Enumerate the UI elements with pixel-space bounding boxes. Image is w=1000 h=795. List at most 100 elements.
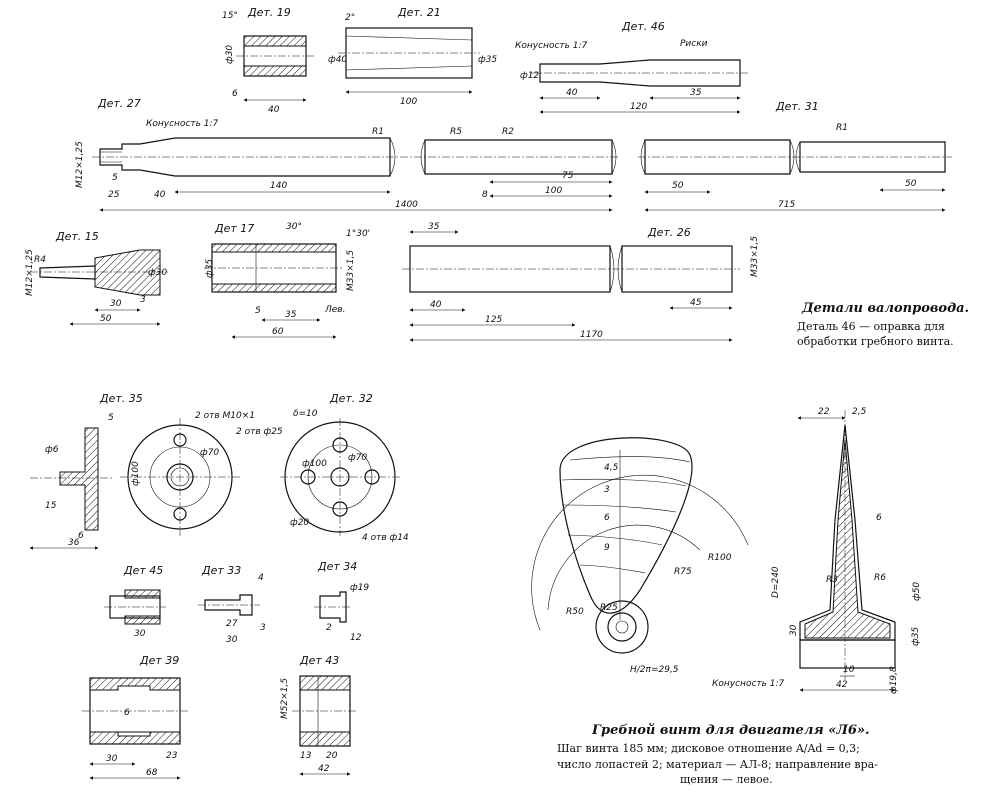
dim-27-d: 140 <box>270 181 287 191</box>
dim-26-d: 45 <box>690 298 702 308</box>
dim-prop-a: 22 <box>818 407 830 417</box>
dim-31-b: 715 <box>778 200 795 210</box>
part-39-wall-top <box>89 677 181 691</box>
part-19-wall-bottom <box>243 65 307 77</box>
part-33: Дет 33 4 3 27 30 <box>198 564 266 645</box>
dim-prop-r6: R6 <box>874 573 886 583</box>
propeller-profile <box>799 424 896 641</box>
dim-17-left: Лев. <box>324 305 345 315</box>
blade-section-1 <box>569 456 691 463</box>
arc-r100 <box>531 474 749 631</box>
part-32-label: Дет. 32 <box>329 392 373 405</box>
dim-prop-s4: 9 <box>604 543 610 553</box>
part-26-label: Дет. 26 <box>647 226 691 239</box>
part-32: Дет. 32 δ=10 ф100 ф70 ф20 4 отв ф14 <box>280 392 409 543</box>
dim-prop-c: D=240 <box>771 566 781 598</box>
dim-21-angle: 2° <box>345 13 355 23</box>
dim-17-angle-b: 1°30' <box>346 229 370 239</box>
dim-19-step: 6 <box>232 89 238 99</box>
blade-section-5 <box>579 564 646 574</box>
part-46: Дет. 46 Конусность 1:7 Риски 40 120 35 ф… <box>515 20 748 114</box>
part-35: Дет. 35 5 ф6 ф100 15 6 36 ф70 2 отв M10×… <box>29 392 283 550</box>
dim-17-thread: M33×1,5 <box>346 250 356 291</box>
dim-prop-f: 10 <box>843 665 855 675</box>
dim-17-c: 5 <box>255 306 261 316</box>
holes-32: 4 отв ф14 <box>362 533 409 543</box>
propeller-hub-inner <box>607 612 637 642</box>
dim-43-b: 20 <box>326 751 338 761</box>
dim-prop-s3: 6 <box>604 513 610 523</box>
arc-r75 <box>547 524 701 611</box>
dim-35-b: 15 <box>45 501 57 511</box>
dim-33-b: 30 <box>226 635 238 645</box>
part-19: Дет. 19 15° 40 6 ф30 <box>222 6 314 115</box>
part-21-bore-bottom <box>345 65 473 71</box>
blade-section-3 <box>561 504 677 513</box>
part-43-wall-top <box>299 675 351 691</box>
dim-46-b: 120 <box>630 102 647 112</box>
dim-35-e: ф6 <box>45 445 59 455</box>
dim-21-dia-left: ф40 <box>328 55 347 65</box>
dim-15-dia: ф30 <box>148 268 167 278</box>
dim-27-a: 5 <box>112 173 118 183</box>
propeller-caption: Гребной винт для двигателя «Л6». Шаг вин… <box>557 723 878 786</box>
part-31: Дет. 31 R1 50 715 50 <box>638 100 952 212</box>
dim-prop-s5: ф50 <box>912 582 922 601</box>
part-45-wall-bottom <box>124 615 161 625</box>
dim-prop-r3: R3 <box>826 575 838 585</box>
shaft-caption: Детали валопровода. Деталь 46 — оправка … <box>797 301 969 348</box>
dim-27-r2: R2 <box>502 127 514 137</box>
dim-43-c: 42 <box>318 764 330 774</box>
dim-35-f: ф100 <box>131 461 141 486</box>
dim-35-c: 36 <box>68 538 80 548</box>
holes-35-m10: 2 отв M10×1 <box>195 411 255 421</box>
part-15: Дет. 15 R4 ф30 3 30 50 M12×1,25 <box>25 230 168 326</box>
dim-31-a: 50 <box>672 181 684 191</box>
dim-35-a: 5 <box>108 413 114 423</box>
blade-section-2 <box>561 478 687 487</box>
part-45: Дет 45 30 <box>104 564 166 639</box>
dim-45-a: 30 <box>134 629 146 639</box>
dim-32-a: ф100 <box>302 459 327 469</box>
dim-17-e: 60 <box>272 327 284 337</box>
dim-27-f: 75 <box>562 171 574 181</box>
part-15-label: Дет. 15 <box>55 230 99 243</box>
dim-46-c: 35 <box>690 88 702 98</box>
part-34-label: Дет 34 <box>317 560 357 573</box>
part-27-break-a <box>389 137 396 177</box>
pitch-formula: H/2π=29,5 <box>630 665 679 675</box>
part-46-outline <box>539 59 741 87</box>
dim-33-a: 27 <box>226 619 238 629</box>
dim-27-thread: M12×1,25 <box>75 141 85 188</box>
dim-39-a: 30 <box>106 754 118 764</box>
dim-prop-e: 42 <box>836 680 848 690</box>
dim-33-d: 3 <box>260 623 266 633</box>
dim-27-c: 40 <box>154 190 166 200</box>
dim-21-dia-right: ф35 <box>478 55 497 65</box>
dim-15-c: 50 <box>100 314 112 324</box>
dim-34-a: 2 <box>326 623 332 633</box>
part-17-wall-top <box>211 243 337 253</box>
dim-34-c: ф19 <box>350 583 369 593</box>
dim-26-c: 125 <box>485 315 502 325</box>
part-43-label: Дет 43 <box>299 654 339 667</box>
taper-46: Конусность 1:7 <box>515 41 588 51</box>
part-45-label: Дет 45 <box>123 564 163 577</box>
dim-46-d: ф12 <box>520 71 539 81</box>
part-21: Дет. 21 2° 100 ф40 ф35 <box>328 6 497 107</box>
part-26: Дет. 26 35 40 125 45 1170 M33×1,5 <box>402 222 760 342</box>
taper-27: Конусность 1:7 <box>146 119 219 129</box>
part-21-label: Дет. 21 <box>397 6 441 19</box>
dim-26-thread: M33×1,5 <box>750 236 760 277</box>
dim-prop-s1: 4,5 <box>604 463 619 473</box>
dim-27-r1: R1 <box>372 127 384 137</box>
propeller-section: 22 2,5 D=240 30 6 R3 R6 ф50 ф35 ф19,8 10… <box>712 407 922 694</box>
dim-26-e: 1170 <box>580 330 603 340</box>
dim-32-b: ф70 <box>348 453 367 463</box>
dim-21-length: 100 <box>400 97 417 107</box>
dim-prop-r100: R100 <box>708 553 732 563</box>
blade-section-4 <box>567 534 663 546</box>
dim-19-dia: ф30 <box>225 45 235 64</box>
dim-prop-h: ф19,8 <box>889 666 899 694</box>
